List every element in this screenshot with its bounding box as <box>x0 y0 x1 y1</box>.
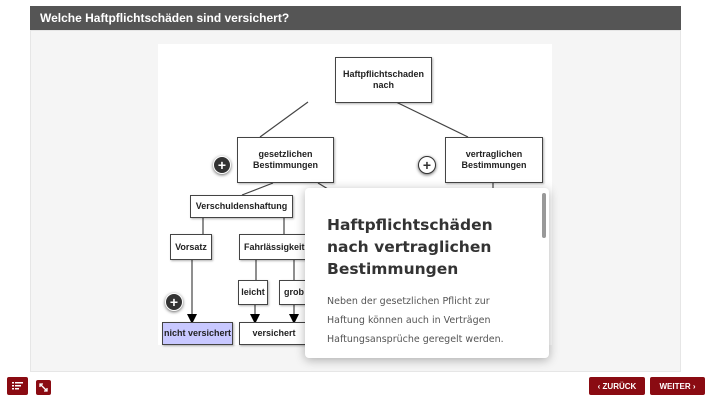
fullscreen-button[interactable] <box>36 380 51 395</box>
node-contractual: vertraglichen Bestimmungen <box>445 137 543 183</box>
hotspot-contractual-plus-icon[interactable]: + <box>418 156 436 174</box>
list-icon <box>12 382 23 390</box>
popup-title: Haftpflichtschäden nach vertraglichen Be… <box>327 216 493 278</box>
node-light: leicht <box>238 280 268 305</box>
menu-button[interactable] <box>7 377 28 395</box>
hotspot-not-insured-plus-icon[interactable]: + <box>165 293 183 311</box>
back-button[interactable]: ‹ ZURÜCK <box>589 377 645 395</box>
popup-text: Neben der gesetzlichen Pflicht zur Haftu… <box>327 296 504 345</box>
popup-scrollbar[interactable] <box>542 193 546 238</box>
node-root: Haftpflichtschaden nach <box>335 57 432 103</box>
node-not-insured: nicht versichert <box>162 322 233 345</box>
node-intent: Vorsatz <box>170 234 212 260</box>
next-button[interactable]: WEITER › <box>650 377 705 395</box>
hotspot-popup: Haftpflichtschäden nach vertraglichen Be… <box>305 188 549 358</box>
node-legal: gesetzlichen Bestimmungen <box>237 137 334 183</box>
hotspot-legal-plus-icon[interactable]: + <box>213 156 231 174</box>
node-fault: Verschuldenshaftung <box>190 195 293 218</box>
expand-icon <box>39 383 48 392</box>
node-negligence: Fahrlässigkeit <box>239 234 309 260</box>
node-insured: versichert <box>239 322 309 345</box>
page-title: Welche Haftpflichtschäden sind versicher… <box>30 6 681 30</box>
